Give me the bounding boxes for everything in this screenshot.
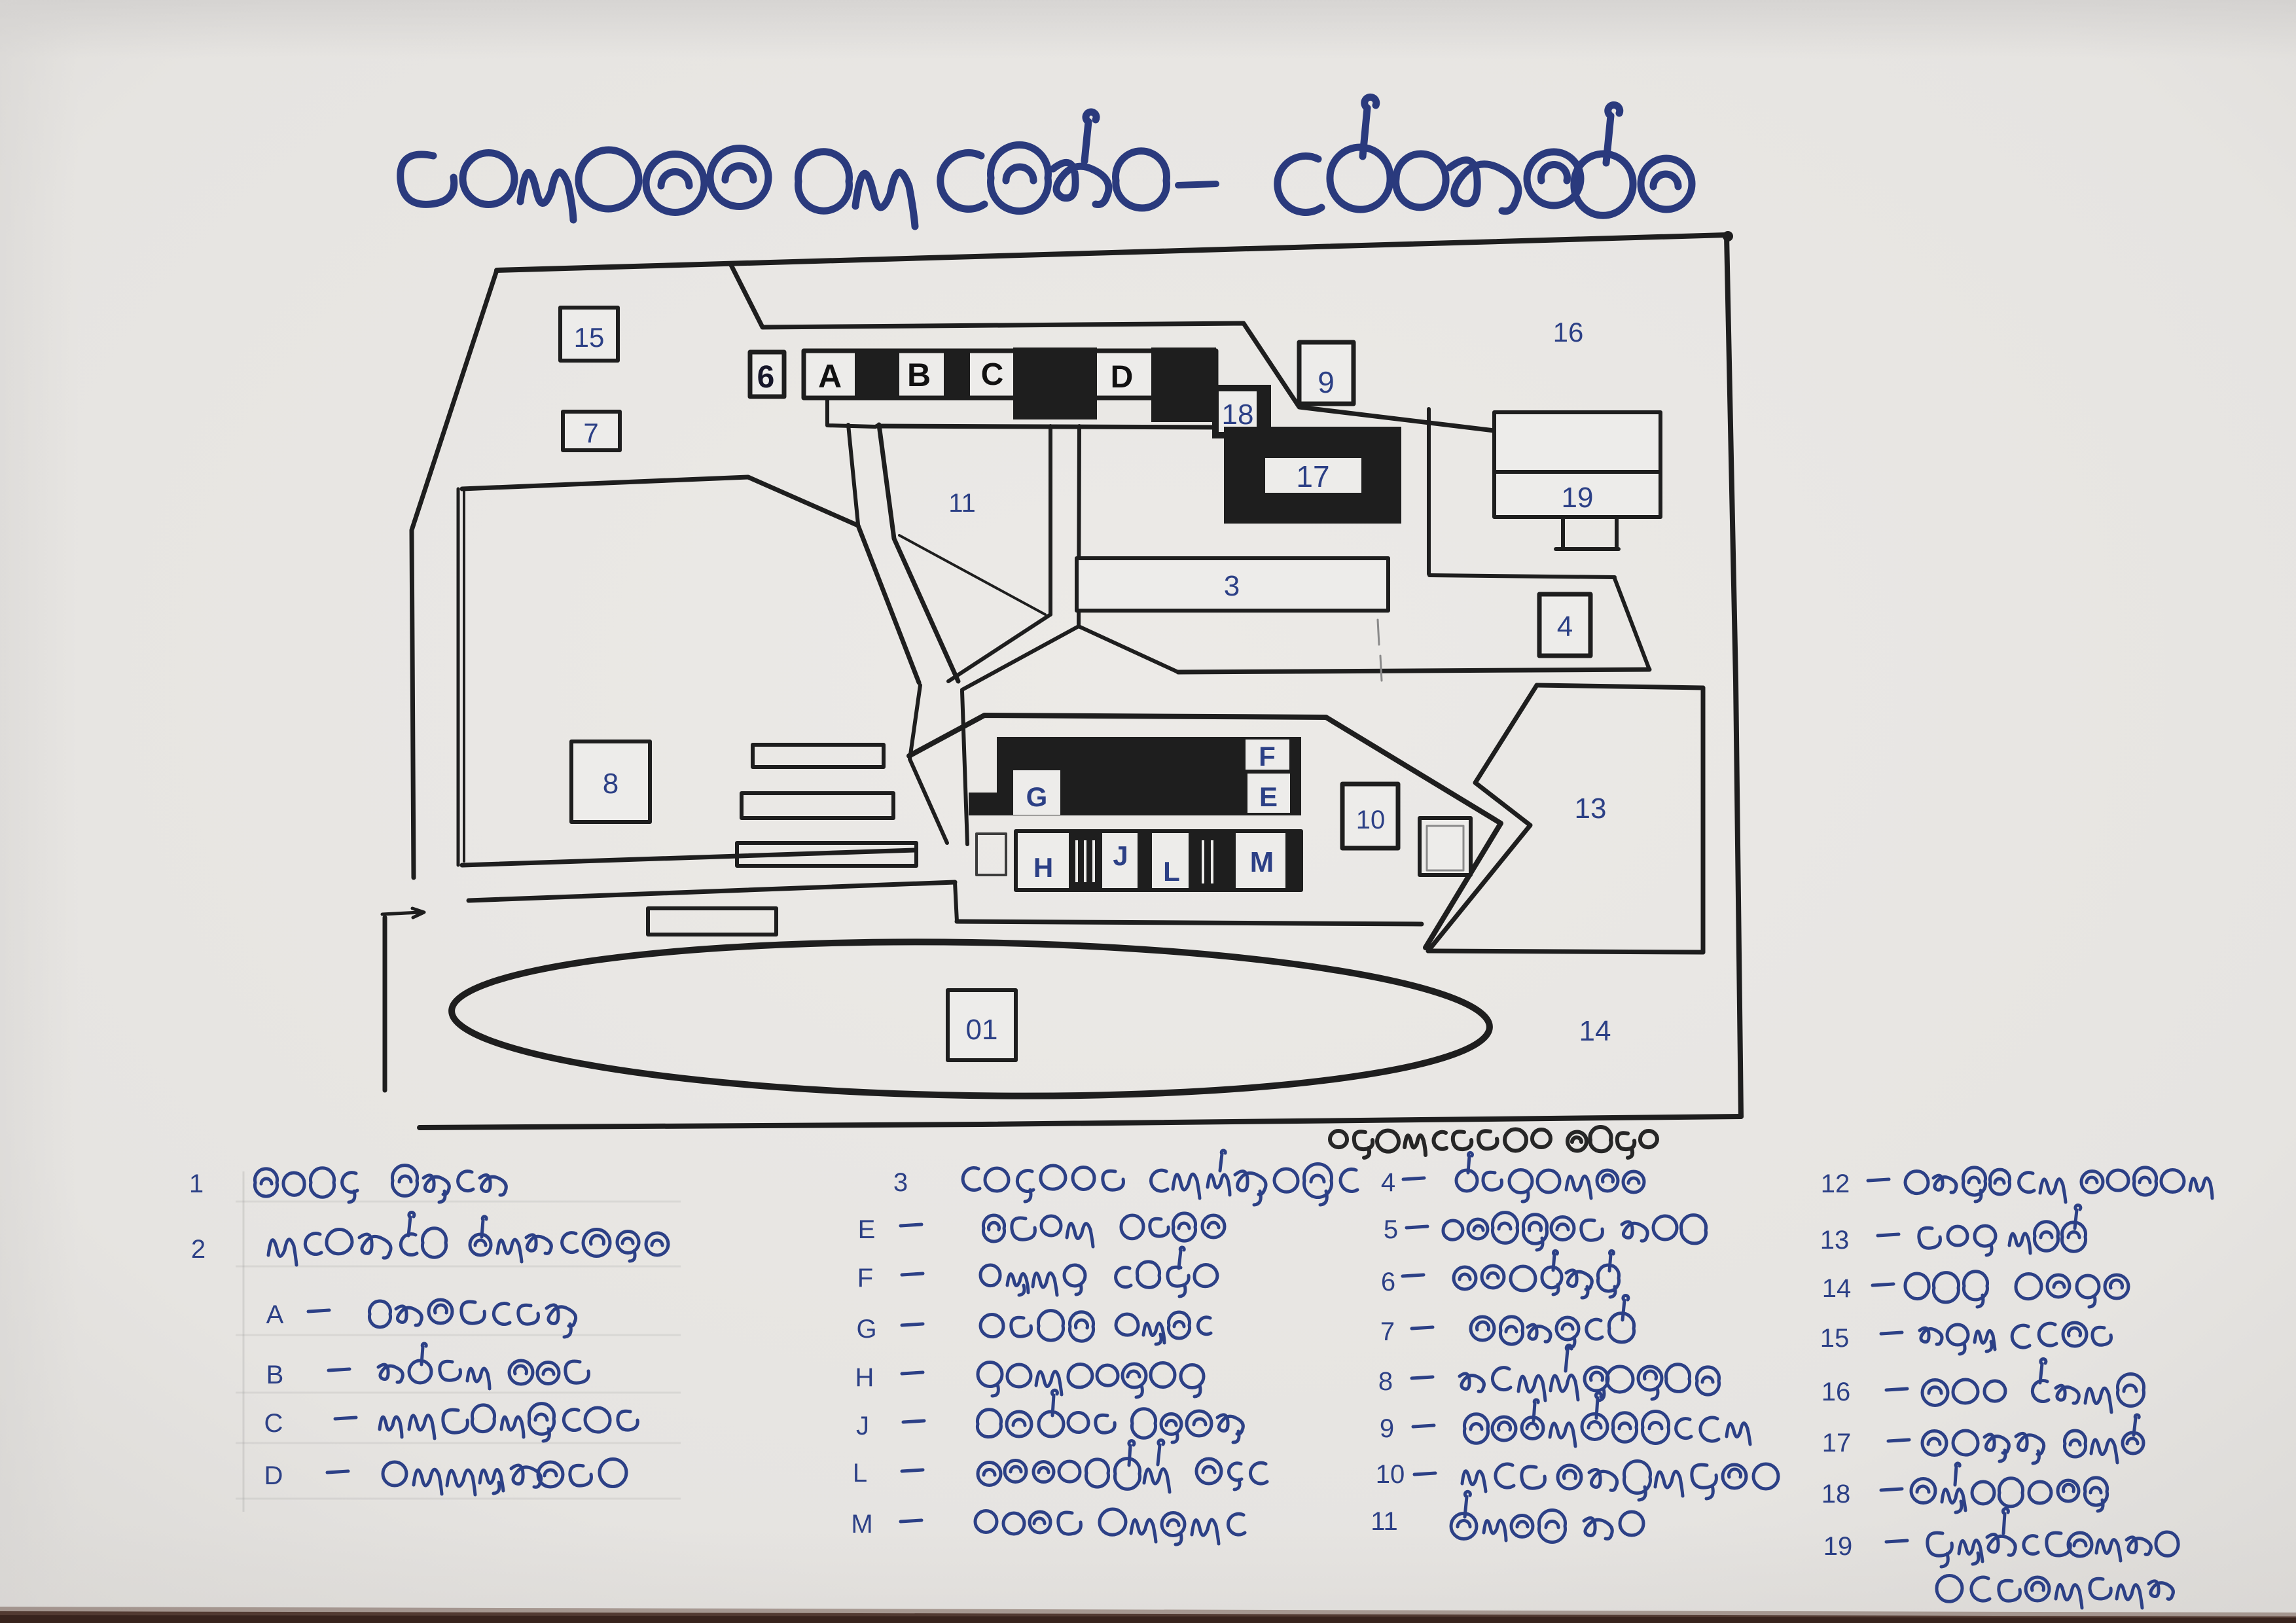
svg-text:A: A: [818, 358, 842, 395]
svg-text:L: L: [853, 1459, 867, 1488]
svg-text:7: 7: [583, 418, 598, 448]
svg-text:3: 3: [893, 1168, 908, 1197]
svg-text:1: 1: [189, 1169, 204, 1198]
svg-text:G: G: [856, 1315, 876, 1344]
svg-text:15: 15: [1820, 1324, 1850, 1353]
svg-text:7: 7: [1380, 1317, 1395, 1346]
svg-text:9: 9: [1318, 365, 1335, 399]
svg-text:01: 01: [966, 1014, 998, 1046]
svg-text:E: E: [858, 1215, 876, 1244]
svg-text:H: H: [855, 1363, 874, 1392]
svg-text:14: 14: [1822, 1274, 1852, 1303]
svg-text:17: 17: [1296, 459, 1329, 493]
svg-text:10: 10: [1356, 806, 1386, 834]
svg-text:8: 8: [603, 768, 619, 800]
svg-text:6: 6: [1381, 1268, 1395, 1296]
svg-text:2: 2: [191, 1235, 206, 1264]
svg-text:16: 16: [1553, 317, 1584, 348]
svg-text:E: E: [1259, 781, 1278, 812]
svg-text:J: J: [1113, 840, 1128, 871]
svg-text:F: F: [857, 1264, 873, 1293]
svg-text:13: 13: [1575, 793, 1607, 825]
svg-text:G: G: [1026, 781, 1048, 812]
svg-text:L: L: [1163, 856, 1180, 887]
svg-text:15: 15: [574, 322, 605, 353]
svg-text:14: 14: [1579, 1015, 1611, 1047]
svg-text:3: 3: [1224, 570, 1240, 602]
svg-text:18: 18: [1821, 1480, 1851, 1508]
svg-text:5: 5: [1384, 1215, 1398, 1244]
svg-text:8: 8: [1378, 1367, 1393, 1396]
svg-text:A: A: [266, 1300, 284, 1329]
svg-text:B: B: [907, 357, 931, 393]
svg-text:4: 4: [1557, 611, 1573, 643]
svg-text:10: 10: [1376, 1460, 1405, 1489]
svg-text:18: 18: [1222, 399, 1254, 431]
svg-text:16: 16: [1821, 1378, 1851, 1406]
svg-text:11: 11: [948, 489, 976, 518]
svg-text:C: C: [264, 1409, 283, 1438]
svg-text:H: H: [1033, 852, 1053, 883]
svg-text:D: D: [264, 1461, 283, 1490]
svg-text:F: F: [1259, 741, 1276, 772]
svg-text:4: 4: [1381, 1168, 1395, 1197]
svg-text:19: 19: [1562, 482, 1594, 514]
svg-text:M: M: [851, 1510, 872, 1539]
svg-text:13: 13: [1820, 1226, 1850, 1255]
svg-text:11: 11: [1371, 1507, 1398, 1536]
svg-text:9: 9: [1380, 1414, 1394, 1443]
svg-text:12: 12: [1821, 1169, 1850, 1198]
svg-text:19: 19: [1823, 1532, 1853, 1561]
svg-text:17: 17: [1822, 1429, 1852, 1457]
svg-text:D: D: [1111, 360, 1134, 395]
svg-text:B: B: [266, 1361, 284, 1389]
svg-text:C: C: [981, 357, 1004, 392]
svg-text:J: J: [856, 1412, 869, 1440]
svg-text:M: M: [1250, 846, 1274, 878]
svg-text:6: 6: [757, 360, 775, 395]
